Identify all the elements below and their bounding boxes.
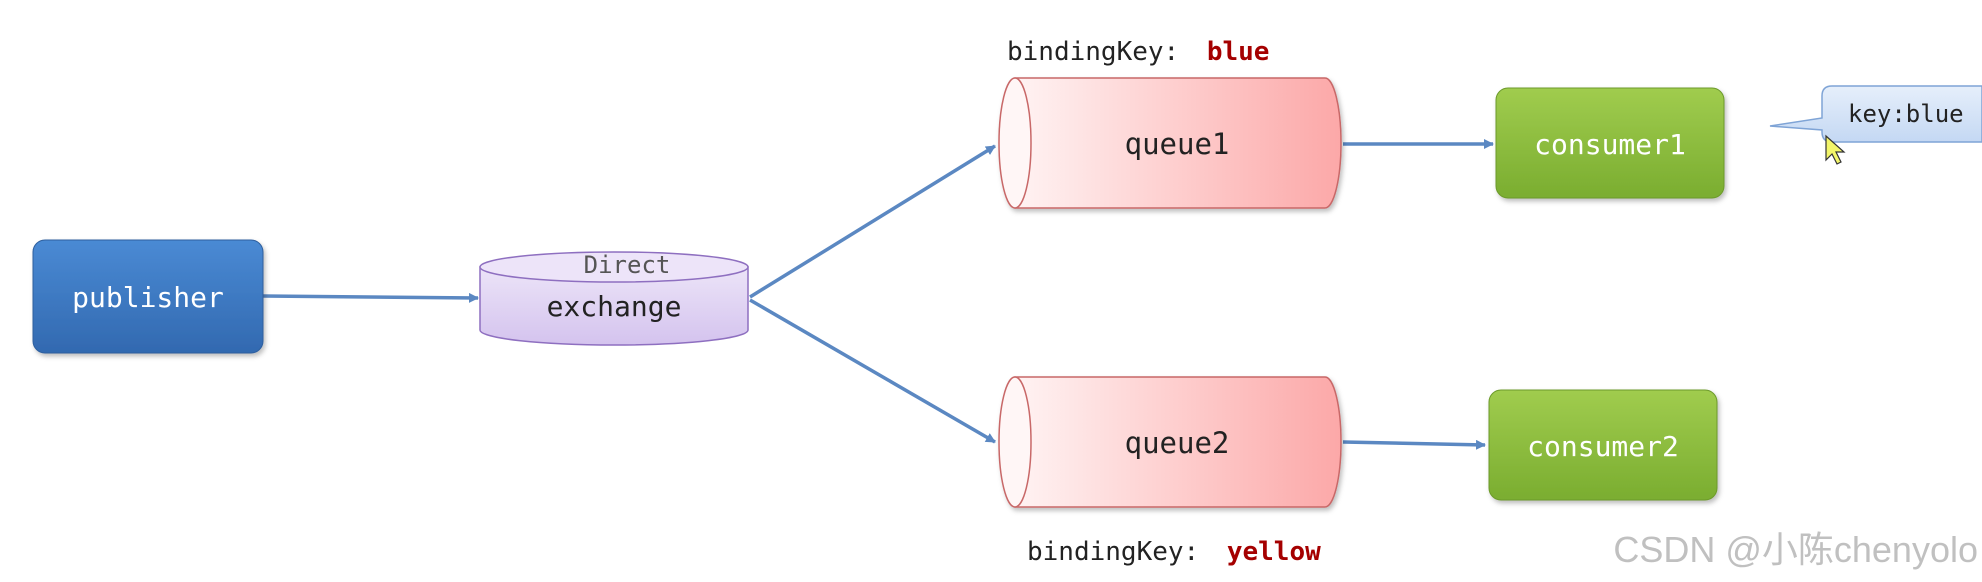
- consumer1-node: [1495, 87, 1725, 199]
- consumer1-label: consumer1: [1534, 128, 1686, 161]
- mouse-pointer-icon: [1825, 134, 1846, 165]
- queue1-label: queue1: [1125, 127, 1230, 161]
- consumer2-label: consumer2: [1527, 430, 1679, 463]
- queue2-binding-key: bindingKey: yellow: [1027, 537, 1321, 567]
- binding-key-prefix: bindingKey:: [1007, 37, 1179, 67]
- queue1-node: [998, 77, 1342, 209]
- publisher-label: publisher: [72, 281, 224, 314]
- arrow-publisher-to-exchange: [262, 292, 479, 303]
- exchange-node: [479, 251, 749, 346]
- binding-key-value: yellow: [1227, 537, 1321, 567]
- arrow-queue2-to-consumer2: [1342, 439, 1486, 450]
- watermark: CSDN @小陈chenyolo: [1613, 529, 1978, 570]
- binding-key-prefix: bindingKey:: [1027, 537, 1199, 567]
- arrow-exchange-to-queue2: [749, 298, 996, 444]
- consumer2-node: [1488, 389, 1718, 501]
- message-callout-label: key:blue: [1848, 100, 1964, 128]
- exchange-label: exchange: [547, 290, 682, 323]
- arrow-exchange-to-queue1: [749, 144, 996, 299]
- queue2-label: queue2: [1125, 426, 1230, 460]
- binding-key-value: blue: [1207, 37, 1270, 67]
- queue2-node: [998, 376, 1342, 508]
- exchange-type-label: Direct: [584, 251, 671, 279]
- publisher-node: [32, 239, 264, 354]
- queue1-binding-key: bindingKey: blue: [1007, 37, 1269, 67]
